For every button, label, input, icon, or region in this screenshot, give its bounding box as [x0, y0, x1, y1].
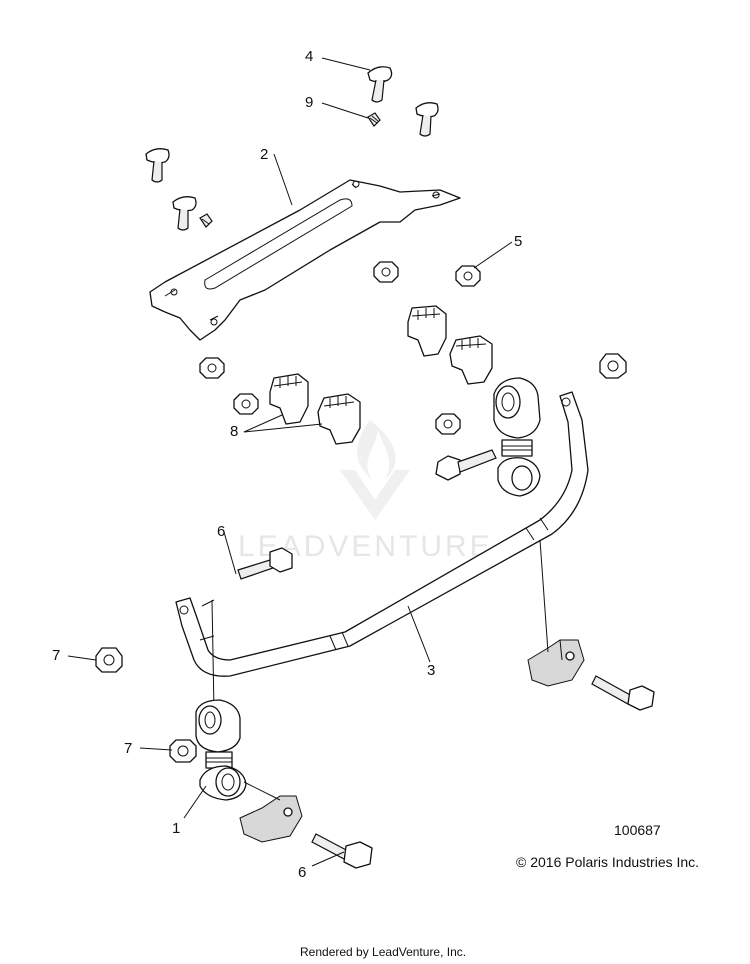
hex-bolt-6-upper [237, 547, 293, 580]
rendered-by-credit: Rendered by LeadVenture, Inc. [300, 945, 467, 959]
bushing-pair-8 [269, 373, 361, 445]
flange-nut [373, 261, 399, 283]
callout-4: 4 [305, 48, 314, 65]
callout-6-upper: 6 [217, 523, 226, 540]
fitting [199, 213, 213, 228]
stabilizer-bar-3 [175, 391, 589, 677]
callout-3: 3 [427, 662, 436, 679]
flange-nut [435, 413, 461, 435]
flange-nut [599, 353, 627, 379]
callout-7-upper: 7 [52, 647, 61, 664]
callout-6-lower: 6 [298, 864, 307, 881]
flange-nut [233, 393, 259, 415]
hex-bolt-6-lower [311, 833, 373, 869]
callout-9: 9 [305, 94, 314, 111]
link-assembly-right [493, 377, 541, 497]
mount-bracket-right [527, 539, 585, 687]
flange-nut-7-lower [169, 739, 197, 763]
carriage-bolt [172, 196, 197, 231]
leader-lines [67, 57, 513, 867]
flange-nut-5 [455, 265, 481, 287]
carriage-bolt [145, 148, 170, 183]
callout-2: 2 [260, 146, 269, 163]
leadventure-logo-watermark [340, 420, 410, 520]
carriage-bolt [415, 102, 439, 137]
callout-5: 5 [514, 233, 523, 250]
fitting-9 [367, 112, 381, 127]
link-assembly-left [195, 599, 247, 801]
bolt-4 [367, 66, 393, 103]
mount-bracket-left [239, 781, 303, 843]
callout-8: 8 [230, 423, 239, 440]
copyright-notice: © 2016 Polaris Industries Inc. [516, 854, 700, 870]
callout-1: 1 [172, 820, 181, 837]
bushing-pair-right [407, 305, 493, 385]
drawing-number: 100687 [614, 822, 661, 838]
bracket-2 [149, 179, 461, 341]
flange-nut-7-upper [95, 647, 123, 673]
hex-bolt [591, 675, 655, 711]
hex-bolt [435, 449, 497, 481]
callout-7-lower: 7 [124, 740, 133, 757]
flange-nut [199, 357, 225, 379]
